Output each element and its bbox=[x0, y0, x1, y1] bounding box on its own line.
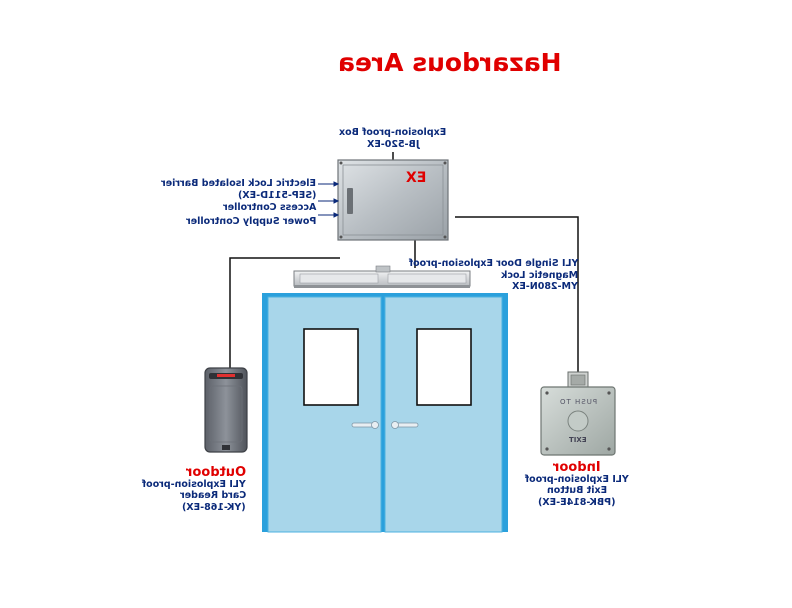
right-door-window bbox=[416, 328, 472, 406]
right-door-handle bbox=[391, 421, 419, 429]
wire-box-to-reader bbox=[229, 257, 340, 370]
card-reader bbox=[204, 367, 248, 453]
box-name-line1: Explosion-proof Box bbox=[339, 127, 447, 138]
left-door-handle bbox=[351, 421, 379, 429]
outdoor-line3: (YK-168-EX) bbox=[182, 501, 246, 513]
indoor-label: Indoor YLI Explosion-proof Exit Button (… bbox=[512, 460, 642, 508]
outdoor-line2: Card Reader bbox=[179, 490, 246, 501]
lock-line1: YLI Single Door Explosion-proof bbox=[408, 258, 578, 269]
wire-box-to-exit-button bbox=[455, 216, 579, 372]
component-barrier: Electric Lock Isolated Barrier bbox=[161, 178, 316, 189]
indoor-line1: YLI Explosion-proof bbox=[525, 473, 629, 485]
exit-button-bottom-text: EXIT bbox=[569, 436, 587, 444]
magnetic-lock bbox=[293, 265, 471, 288]
component-access-controller: Access Controller bbox=[222, 202, 316, 213]
right-door-leaf bbox=[384, 296, 503, 533]
lock-label: YLI Single Door Explosion-proof Magnetic… bbox=[400, 258, 578, 293]
box-components-label: Electric Lock Isolated Barrier (SEP-511D… bbox=[148, 178, 316, 227]
box-label: Explosion-proof Box JB-520-EX bbox=[293, 127, 493, 150]
component-barrier-model: (SEP-511D-EX) bbox=[237, 189, 316, 201]
label-pointers bbox=[318, 181, 340, 218]
exit-button-device bbox=[540, 371, 616, 456]
outdoor-line1: YLI Explosion-proof bbox=[142, 478, 246, 490]
ex-marking: EX bbox=[406, 170, 427, 186]
indoor-heading: Indoor bbox=[553, 460, 601, 475]
left-door-window bbox=[303, 328, 359, 406]
indoor-line3: (PBK-814E-EX) bbox=[538, 496, 616, 508]
lock-line2: Magnetic Lock bbox=[500, 269, 578, 281]
explosion-proof-box bbox=[337, 159, 449, 241]
lock-line3: YM-280N-EX bbox=[512, 281, 578, 292]
outdoor-label: Outdoor YLI Explosion-proof Card Reader … bbox=[130, 465, 246, 513]
double-door bbox=[262, 293, 508, 533]
outdoor-heading: Outdoor bbox=[185, 465, 246, 480]
indoor-line2: Exit Button bbox=[546, 485, 608, 496]
box-name-line2: JB-520-EX bbox=[366, 138, 420, 150]
exit-button-top-text: PUSH TO bbox=[558, 398, 598, 406]
component-power-supply: Power Supply Controller bbox=[185, 215, 316, 227]
